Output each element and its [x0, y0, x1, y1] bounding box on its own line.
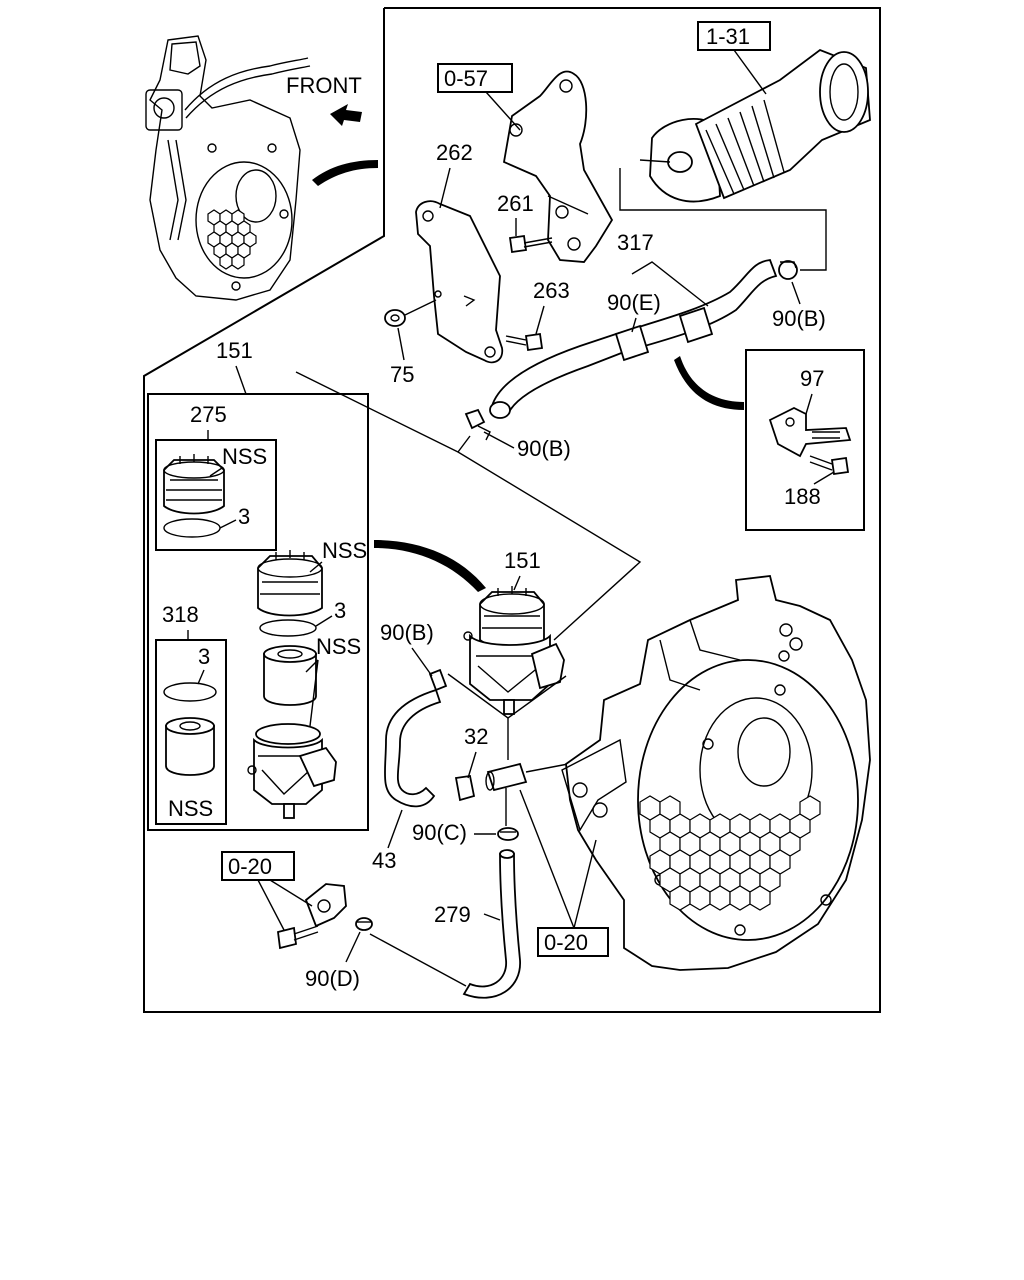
- part-32-fitting: [454, 762, 569, 802]
- part-263-bolt: [505, 332, 544, 352]
- part-75-washer: [384, 309, 406, 327]
- label-90b-top: 90(B): [772, 306, 826, 331]
- part-filter-element-mid: [263, 645, 317, 706]
- part-262-bracket: [415, 200, 504, 364]
- label-262: 262: [436, 140, 473, 165]
- part-3-oring-c: [163, 682, 217, 702]
- label-0-57: 0-57: [444, 66, 488, 91]
- label-3b: 3: [334, 598, 346, 623]
- part-filter-cap-mid: [257, 550, 323, 617]
- box-275: [155, 439, 277, 551]
- part-0-20-connector: [277, 883, 347, 950]
- detail-box-97: [745, 349, 865, 531]
- label-43: 43: [372, 848, 396, 873]
- label-75: 75: [390, 362, 414, 387]
- box-318: [155, 639, 227, 825]
- label-90e: 90(E): [607, 290, 661, 315]
- part-97-bracket: [768, 406, 852, 458]
- label-90b-mid: 90(B): [517, 436, 571, 461]
- label-90d: 90(D): [305, 966, 360, 991]
- detail-callout-arrow-icon: [674, 356, 744, 410]
- label-3c: 3: [198, 644, 210, 669]
- engine-flywheel-housing: [561, 575, 871, 971]
- label-263: 263: [533, 278, 570, 303]
- part-90b-clamp-top: [778, 260, 798, 280]
- label-0-20-right: 0-20: [544, 930, 588, 955]
- label-151-mid: 151: [504, 548, 541, 573]
- box-0-20-right: [537, 927, 609, 957]
- label-261: 261: [497, 191, 534, 216]
- part-279-hose: [462, 849, 521, 999]
- part-3-oring-b: [259, 619, 317, 637]
- part-261-bolt: [508, 234, 553, 254]
- filter-callout-arrow-icon: [374, 540, 486, 592]
- label-nss-4: NSS: [168, 796, 213, 821]
- part-3-oring-a: [163, 518, 221, 538]
- label-1-31: 1-31: [706, 24, 750, 49]
- part-188-bolt: [809, 455, 850, 476]
- label-3a: 3: [238, 504, 250, 529]
- part-0-57-mount: [502, 70, 614, 263]
- part-318-element: [165, 717, 215, 776]
- part-filter-housing-mid: [247, 723, 337, 819]
- label-318: 318: [162, 602, 199, 627]
- part-90b-clamp-mid: [464, 408, 491, 441]
- part-317-hose: [489, 259, 778, 419]
- part-43-hose: [384, 668, 448, 808]
- overview-callout-arrow-icon: [312, 160, 378, 186]
- label-nss-3: NSS: [316, 634, 361, 659]
- label-0-20-left: 0-20: [228, 854, 272, 879]
- part-275-cap: [163, 454, 225, 515]
- overview-honeycomb: [207, 209, 257, 270]
- diagram-frame: [143, 7, 881, 1013]
- label-317: 317: [617, 230, 654, 255]
- label-275: 275: [190, 402, 227, 427]
- label-nss-2: NSS: [322, 538, 367, 563]
- label-279: 279: [434, 902, 471, 927]
- part-90c-clamp: [497, 827, 519, 841]
- front-label: FRONT: [286, 73, 362, 98]
- part-90d-clamp: [355, 917, 373, 931]
- part-151-filter-assembly: [463, 586, 565, 715]
- label-nss-1: NSS: [222, 444, 267, 469]
- box-151-left: [147, 393, 369, 831]
- label-90c: 90(C): [412, 820, 467, 845]
- box-0-57: [437, 63, 513, 93]
- flywheel-honeycomb: [639, 795, 821, 911]
- label-97: 97: [800, 366, 824, 391]
- engine-overview: [145, 35, 311, 301]
- label-32: 32: [464, 724, 488, 749]
- label-90b-low: 90(B): [380, 620, 434, 645]
- part-1-31-air-duct: [639, 48, 871, 203]
- label-151-top: 151: [216, 338, 253, 363]
- front-arrow-icon: [330, 104, 362, 126]
- label-188: 188: [784, 484, 821, 509]
